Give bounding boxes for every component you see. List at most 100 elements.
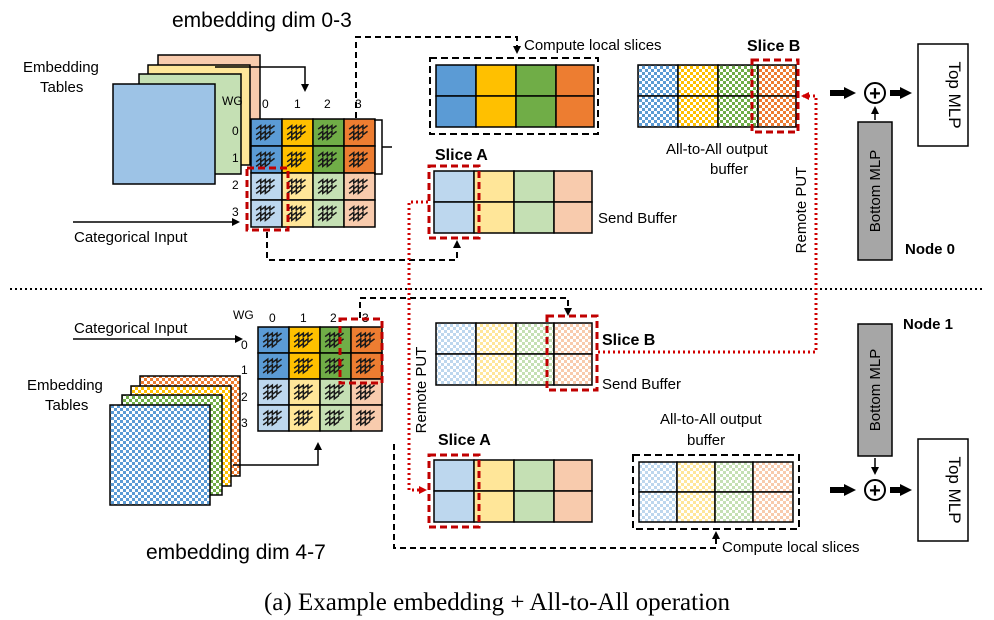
slice-a-highlight-send-top [427,164,481,240]
wg-row-2-top: 2 [232,178,239,192]
workgroup-cell [257,404,290,432]
workgroup-cell [288,326,321,354]
slice-b-label-top: Slice B [747,38,800,55]
wg-col-2-top: 2 [324,97,331,111]
workgroup-cell [312,118,345,147]
wg-row-1-top: 1 [232,151,239,165]
sum-operator-bottom [864,479,886,501]
slice-b-highlight-output-top [750,58,800,134]
sum-operator-top [864,82,886,104]
wg-row-3-top: 3 [232,205,239,219]
compute-local-slices-box-top [429,57,599,135]
all-to-all-output-buffer-top [637,64,797,128]
workgroup-cell [257,378,290,406]
tables-to-grid-arrow-top [215,66,309,92]
top-mlp-label-top: Top MLP [945,61,964,128]
receive-buffer-bottom [433,459,593,523]
wg-col-0-bottom: 0 [269,311,276,325]
wg-label-top: WG [222,94,243,108]
workgroup-cell [250,145,283,174]
slice-a-label-bottom: Slice A [438,432,491,449]
top-mlp-label-bottom: Top MLP [945,456,964,523]
local-slices-buffer-top [435,64,595,128]
slice-b-label-bottom: Slice B [602,332,655,349]
slice-a-label-top: Slice A [435,147,488,164]
workgroup-cell [250,172,283,201]
wg-row-0-top: 0 [232,124,239,138]
workgroup-cell [343,172,376,201]
workgroup-cell [343,145,376,174]
workgroup-cell [250,199,283,228]
slice-a-highlight-grid-top [245,166,290,232]
sum-operator-top-symbol: + [869,83,881,105]
embedding-dim-top-label: embedding dim 0-3 [172,9,352,32]
slice-b-highlight-grid-bottom [338,317,384,385]
bottom-mlp-label-top: Bottom MLP [867,150,884,233]
node-0-label: Node 0 [905,241,955,258]
compute-local-slices-arrow-top [355,36,521,118]
embedding-tables-stack-top [112,54,261,185]
wg-col-1-top: 1 [294,97,301,111]
embedding-dim-bottom-label: embedding dim 4-7 [146,541,326,564]
remote-put-arrow-slice-b [598,92,818,354]
wg-col-2-bottom: 2 [330,311,337,325]
workgroup-cell [350,404,383,432]
workgroup-cell [343,118,376,147]
all-to-all-output-label-bottom-line2: buffer [687,432,725,449]
top-mlp-block-bottom [917,438,969,542]
bottom-mlp-block-bottom [857,323,893,457]
all-to-all-output-buffer-bottom [638,461,794,523]
figure-caption: (a) Example embedding + All-to-All opera… [264,589,731,616]
workgroup-cell [257,326,290,354]
grid-to-send-buffer-arrow-top [266,232,461,261]
categorical-input-label-bottom: Categorical Input [74,320,188,337]
top-mlp-block-top [917,43,969,147]
all-to-all-output-label-top-line2: buffer [710,161,748,178]
workgroup-cell [288,352,321,380]
all-to-all-output-box-bottom [632,454,800,530]
workgroup-cell [250,118,283,147]
workgroup-cell [350,326,383,354]
send-buffer-label-top: Send Buffer [598,210,677,227]
workgroup-grid-bottom [257,326,383,432]
workgroup-cell [343,199,376,228]
all-to-all-output-label-top-line1: All-to-All output [666,141,769,158]
compute-local-slices-label-top: Compute local slices [524,37,662,54]
tables-to-grid-arrow-bottom [233,442,322,466]
workgroup-cell [288,378,321,406]
remote-put-label-left: Remote PUT [413,347,430,434]
workgroup-cell [319,404,352,432]
wg-col-0-top: 0 [262,97,269,111]
workgroup-cell [281,118,314,147]
send-buffer-bottom [435,322,593,386]
workgroup-cell [312,172,345,201]
workgroup-cell [312,199,345,228]
embedding-tables-label-top-line2: Tables [40,79,83,96]
grid-to-send-buffer-arrow-bottom [359,297,572,318]
embedding-tables-label-bottom-line1: Embedding [27,377,103,394]
embedding-tables-stack-bottom [109,375,241,506]
wg-col-3-top: 3 [355,97,362,111]
embedding-tables-label-bottom-line2: Tables [45,397,88,414]
workgroup-grid-top [250,118,376,228]
slice-b-highlight-send-bottom [545,314,599,392]
wg-col-1-bottom: 1 [300,311,307,325]
slice-a-highlight-receive-bottom [427,453,481,529]
workgroup-cell [288,404,321,432]
wg-row-1-bottom: 1 [241,363,248,377]
send-buffer-label-bottom: Send Buffer [602,376,681,393]
workgroup-cell [312,145,345,174]
workgroup-cell [319,378,352,406]
remote-put-arrow-slice-a [407,200,428,494]
remote-put-label-right: Remote PUT [793,167,810,254]
bottom-mlp-block-top [857,121,893,261]
compute-local-slices-arrow-bottom [393,444,720,549]
workgroup-cell [319,326,352,354]
wg-label-bottom: WG [233,308,254,322]
bottom-mlp-label-bottom: Bottom MLP [867,349,884,432]
workgroup-cell [319,352,352,380]
sum-operator-bottom-symbol: + [869,480,881,502]
all-to-all-output-label-bottom-line1: All-to-All output [660,411,763,428]
embedding-tables-label-top-line1: Embedding [23,59,99,76]
